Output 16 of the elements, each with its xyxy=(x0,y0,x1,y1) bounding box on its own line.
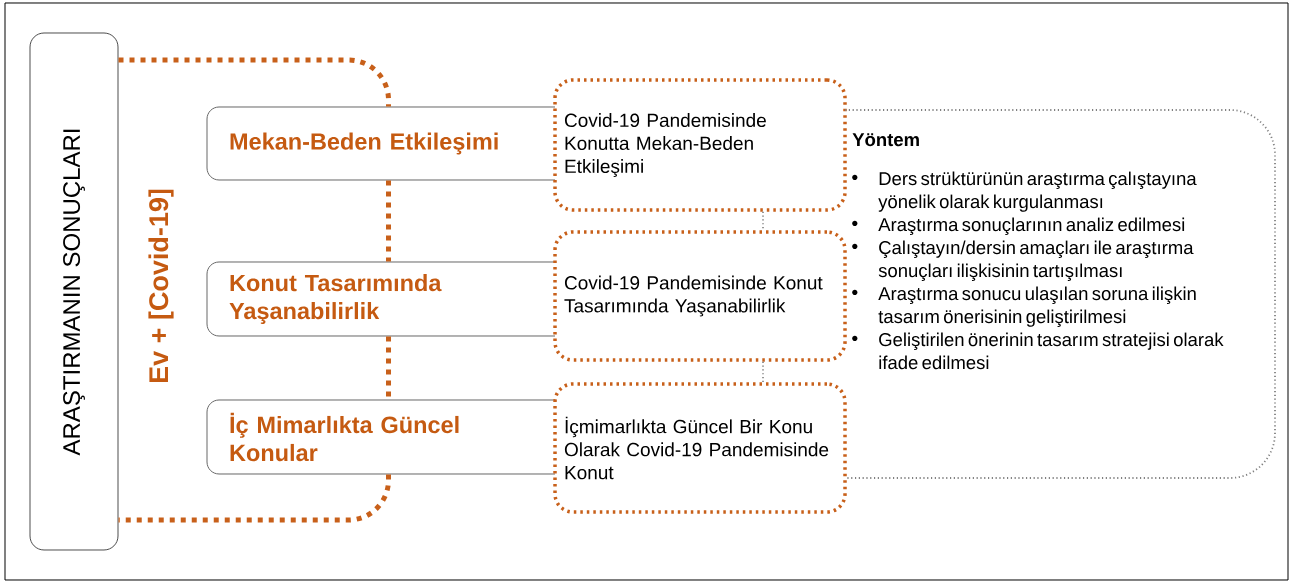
study-box: Covid-19 Pandemisinde Konut Tasarımında Yaşanabilirlik xyxy=(553,230,847,362)
node-label: Geliştirilen önerinin tasarım stratejisi olarak ifade edilmesi xyxy=(879,332,1224,370)
node-label: Ders strüktürünün araştırma çalıştayına yönelik olarak kurgulanması xyxy=(878,171,1197,212)
node-label: Yöntem xyxy=(852,133,919,147)
study-box: İçmimarlıkta Güncel Bir Konu Olarak Covid-19 Pandemisinde Konut xyxy=(553,382,847,514)
vertical-label: Ev + [Covid-19] xyxy=(148,189,174,383)
connector-line xyxy=(386,180,391,262)
method-panel: Yöntem Ders strüktürünün araştırma çalıştayına yönelik olarak kurgulanması Araştırma sonuçlarının analiz edilmesi Çalıştayın/dersin amaçları ile araştırma sonuçları ilişkisinin tartışılması Araştırma sonucu ulaşılan soruna ilişkin tasarım önerisinin geliştirilmesi Geliştirilen önerinin tasarım stratejisi olarak ifade edilmesi xyxy=(844,109,1276,479)
connector-line xyxy=(762,360,764,384)
connector-line xyxy=(118,57,391,107)
result-box: ARAŞTIRMANIN SONUÇLARI xyxy=(29,32,119,551)
node-label: Çalıştayın/dersin amaçları ile araştırma sonuçları ilişkisinin tartışılması xyxy=(878,240,1194,281)
node-label: Araştırma sonuçlarının analiz edilmesi xyxy=(878,217,1185,235)
node-label: Araştırma sonucu ulaşılan soruna ilişkin tasarım önerisinin geliştirilmesi xyxy=(878,286,1196,327)
connector-line xyxy=(118,474,391,523)
study-box: Covid-19 Pandemisinde Konutta Mekan-Beden Etkileşimi xyxy=(553,78,847,212)
